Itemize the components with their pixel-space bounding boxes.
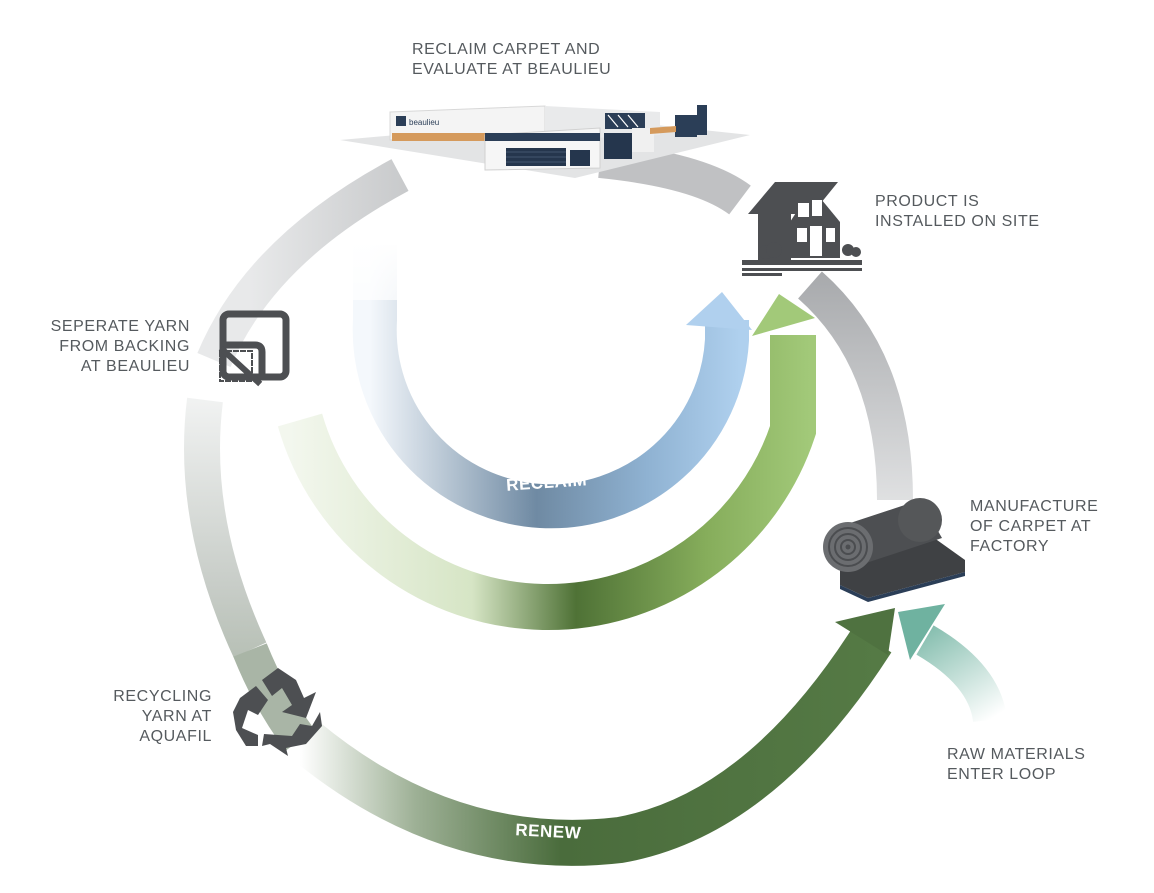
reclaim-arrowhead [686,292,752,330]
raw-materials-line-1: RAW MATERIALS [947,746,1086,763]
installed-line-1: PRODUCT IS [875,193,980,210]
renew-arrowhead [835,608,895,655]
recycling-line-3: AQUAFIL [139,728,212,745]
recycling-line-1: RECYCLING [113,688,212,705]
recycling-label: RECYCLING YARN AT AQUAFIL [113,687,212,747]
factory-building-icon: beaulieu [340,105,750,178]
building-logo-text: beaulieu [409,118,439,127]
raw-materials-label: RAW MATERIALS ENTER LOOP [947,745,1085,785]
manufacture-line-1: MANUFACTURE [970,498,1099,515]
manufacture-label: MANUFACTURE OF CARPET AT FACTORY [970,497,1098,557]
recycling-line-2: YARN AT [141,708,212,725]
installed-label: PRODUCT IS INSTALLED ON SITE [875,192,1040,232]
rethink-loop-label: RETHINK [510,642,590,666]
recycle-icon [233,668,322,756]
separate-yarn-label: SEPERATE YARN FROM BACKING AT BEAULIEU [51,317,190,377]
renew-loop: RENEW [290,608,895,866]
raw-materials-arrow [898,604,1007,723]
reclaim-evaluate-label: RECLAIM CARPET AND EVALUATE AT BEAULIEU [412,40,611,80]
rethink-loop: RETHINK [277,294,816,667]
renew-loop-label: RENEW [515,820,582,842]
separate-yarn-icon [218,310,290,387]
carpet-roll-icon [823,498,965,602]
manufacture-line-2: OF CARPET AT [970,518,1092,535]
installed-line-2: INSTALLED ON SITE [875,213,1040,230]
manufacture-line-3: FACTORY [970,538,1050,555]
raw-materials-line-2: ENTER LOOP [947,766,1057,783]
separate-line-1: SEPERATE YARN [50,318,190,335]
rethink-arrowhead [752,294,815,336]
house-icon [742,182,862,276]
reclaim-evaluate-line-2: EVALUATE AT BEAULIEU [412,61,612,78]
separate-line-3: AT BEAULIEU [80,358,190,375]
separate-line-2: FROM BACKING [59,338,190,355]
reclaim-loop: RECLAIM [352,240,752,529]
reclaim-evaluate-line-1: RECLAIM CARPET AND [412,41,601,58]
